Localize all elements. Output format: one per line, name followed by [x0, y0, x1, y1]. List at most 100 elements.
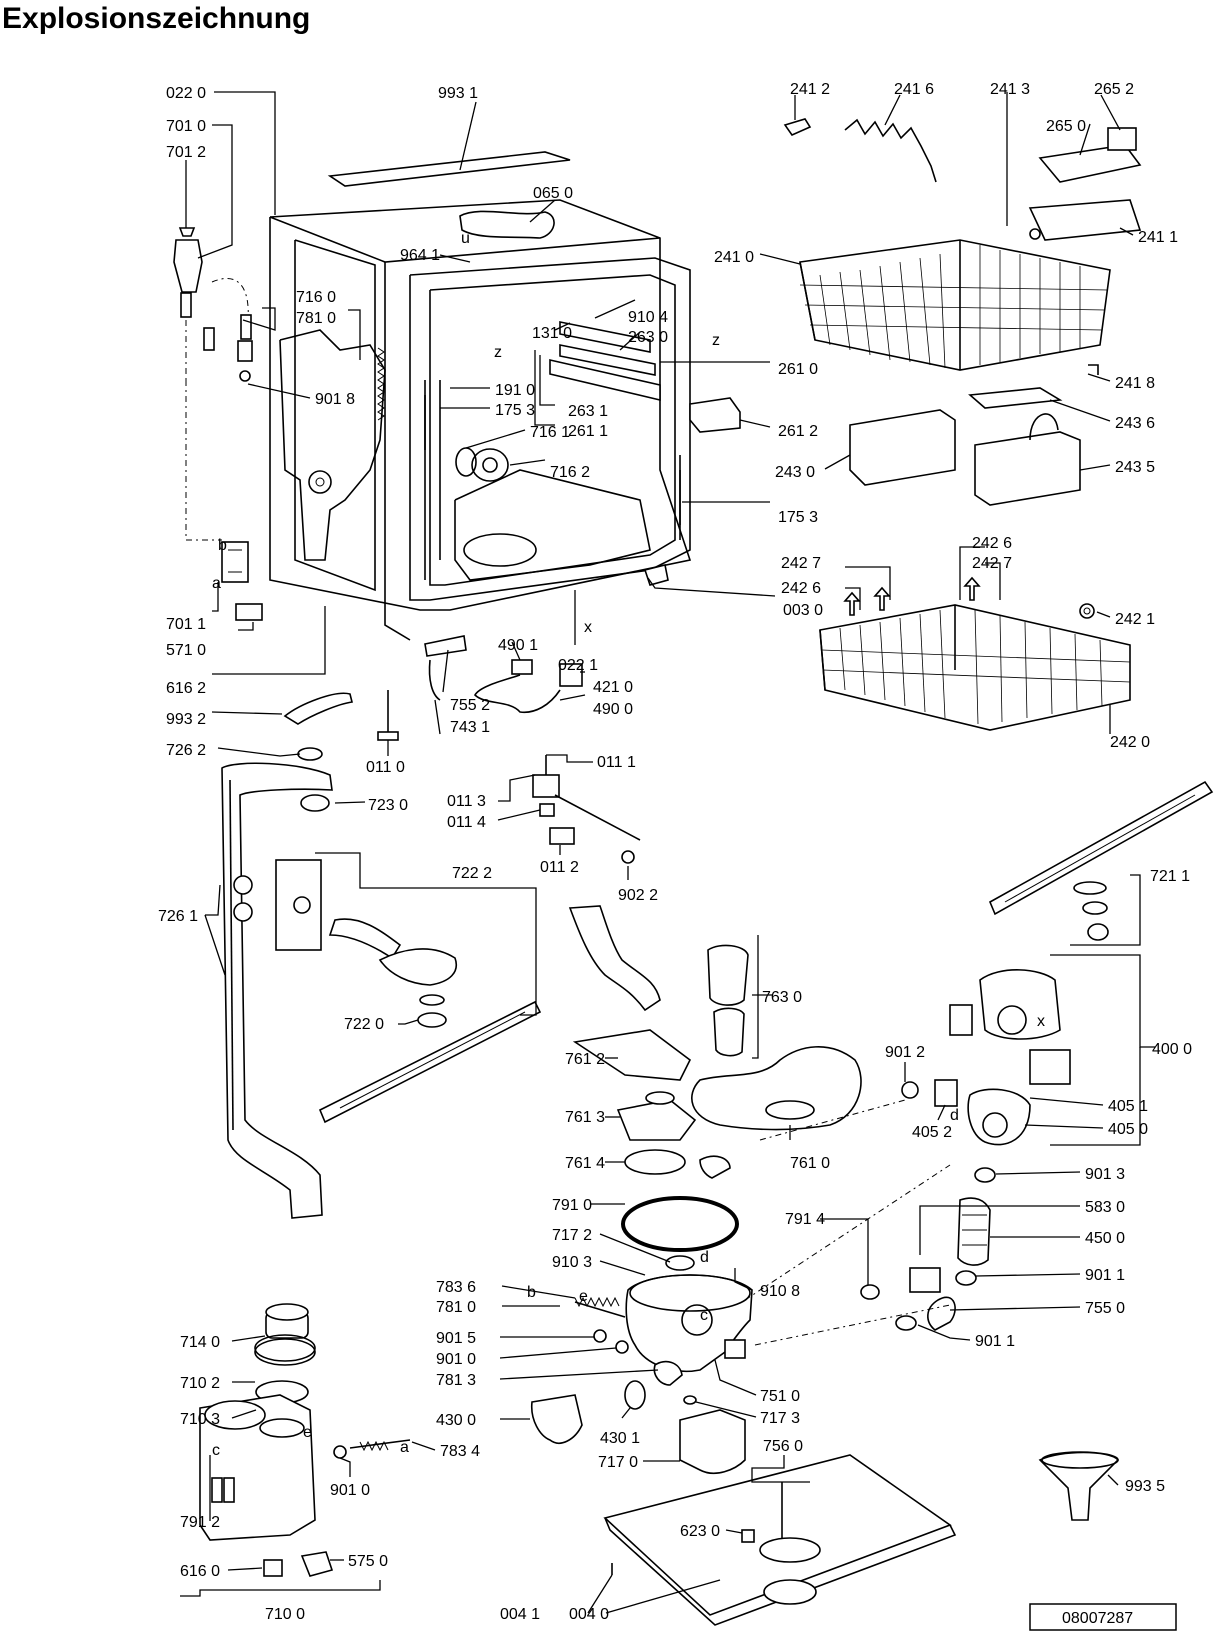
- callout-label: 726 1: [158, 908, 198, 925]
- water-softener-group: [199, 1303, 411, 1577]
- callout-label: 242 1: [1115, 611, 1155, 628]
- callout-label: 022 1: [558, 657, 598, 674]
- pump-group: [860, 780, 1214, 1331]
- connection-letter: x: [1037, 1013, 1045, 1030]
- callout-label: 710 2: [180, 1375, 220, 1392]
- callout-label: 910 4: [628, 309, 668, 326]
- document-number-box: [1029, 1603, 1177, 1631]
- callout-label: 261 2: [778, 423, 818, 440]
- callout-label: 993 1: [438, 85, 478, 102]
- callout-label: 726 2: [166, 742, 206, 759]
- connection-letter: e: [303, 1424, 312, 1441]
- callout-label: 722 2: [452, 865, 492, 882]
- callout-label: 761 3: [565, 1109, 605, 1126]
- callout-label: 430 1: [600, 1430, 640, 1447]
- callout-label: 011 1: [597, 754, 636, 771]
- callout-label: 243 5: [1115, 459, 1155, 476]
- callout-label: 065 0: [533, 185, 573, 202]
- callout-label: 242 6: [781, 580, 821, 597]
- callout-label: 722 0: [344, 1016, 384, 1033]
- sump-filter-group: [530, 905, 951, 1475]
- callout-label: 430 0: [436, 1412, 476, 1429]
- top-strip-part: [327, 151, 571, 187]
- callout-label: 241 3: [990, 81, 1030, 98]
- callout-label: 004 0: [569, 1606, 609, 1623]
- connection-letter: a: [400, 1439, 409, 1456]
- spray-arm-group: [221, 747, 542, 1219]
- callout-label: 241 0: [714, 249, 754, 266]
- callout-label: 716 0: [296, 289, 336, 306]
- callout-label: 781 0: [296, 310, 336, 327]
- callout-label: 910 3: [552, 1254, 592, 1271]
- callout-label: 783 4: [440, 1443, 480, 1460]
- callout-label: 450 0: [1085, 1230, 1125, 1247]
- callout-label: 901 5: [436, 1330, 476, 1347]
- callout-label: 761 0: [790, 1155, 830, 1172]
- callout-label: 583 0: [1085, 1199, 1125, 1216]
- callout-label: 405 1: [1108, 1098, 1148, 1115]
- callout-label: 265 0: [1046, 118, 1086, 135]
- lower-basket-group: [819, 576, 1131, 731]
- callout-label: 405 0: [1108, 1121, 1148, 1138]
- callout-label: 241 6: [894, 81, 934, 98]
- leader-lines: [180, 91, 1155, 1614]
- callout-label: 761 4: [565, 1155, 605, 1172]
- callout-label: 400 0: [1152, 1041, 1192, 1058]
- callout-label: 710 0: [265, 1606, 305, 1623]
- callout-label: 004 1: [500, 1606, 540, 1623]
- connection-letter: c: [212, 1442, 220, 1459]
- callout-label: 175 3: [778, 509, 818, 526]
- callout-label: 710 3: [180, 1411, 220, 1428]
- callout-label: 263 0: [628, 329, 668, 346]
- connection-letter: c: [700, 1307, 708, 1324]
- connection-letter: b: [218, 537, 227, 554]
- callout-label: 743 1: [450, 719, 490, 736]
- callout-label: 011 3: [447, 793, 486, 810]
- callout-label: 011 4: [447, 814, 486, 831]
- callout-label: 791 4: [785, 1211, 825, 1228]
- connection-letters: z z u x b a x d b c d e e a c: [212, 230, 1045, 1459]
- callout-label: 243 0: [775, 464, 815, 481]
- callout-label: 781 0: [436, 1299, 476, 1316]
- callout-label: 241 2: [790, 81, 830, 98]
- callout-label: 191 0: [495, 382, 535, 399]
- callout-label: 241 8: [1115, 375, 1155, 392]
- callout-label: 701 1: [166, 616, 206, 633]
- callout-label: 783 6: [436, 1279, 476, 1296]
- callout-label: 616 0: [180, 1563, 220, 1580]
- connection-letter: e: [579, 1288, 588, 1305]
- callout-label: 901 2: [885, 1044, 925, 1061]
- callout-label: 781 3: [436, 1372, 476, 1389]
- document-number: 08007287: [1062, 1610, 1133, 1627]
- callout-label: 901 8: [315, 391, 355, 408]
- callout-label: 716 1: [530, 424, 570, 441]
- callout-label: 761 2: [565, 1051, 605, 1068]
- callout-label: 901 1: [975, 1333, 1015, 1350]
- callout-label: 902 2: [618, 887, 658, 904]
- callout-label: 993 2: [166, 711, 206, 728]
- callout-label: 791 0: [552, 1197, 592, 1214]
- callout-label: 791 2: [180, 1514, 220, 1531]
- callout-label: 701 0: [166, 118, 206, 135]
- callout-label: 901 3: [1085, 1166, 1125, 1183]
- callout-label: 261 1: [568, 423, 608, 440]
- callout-label: 993 5: [1125, 1478, 1165, 1495]
- connection-letter: d: [700, 1249, 709, 1266]
- inlet-valve-group: [173, 227, 467, 741]
- callout-label: 717 3: [760, 1410, 800, 1427]
- tub-frame-group: [269, 151, 741, 641]
- connection-letter: z: [494, 344, 502, 361]
- callout-label: 571 0: [166, 642, 206, 659]
- callout-label: 490 1: [498, 637, 538, 654]
- connection-letter: a: [212, 575, 221, 592]
- sump-ring-gasket: [621, 1196, 739, 1252]
- callout-label: 175 3: [495, 402, 535, 419]
- callout-label: 242 7: [972, 555, 1012, 572]
- frame-outline-part: [269, 199, 692, 611]
- callout-label: 623 0: [680, 1523, 720, 1540]
- callout-label: 261 0: [778, 361, 818, 378]
- callout-label: 901 1: [1085, 1267, 1125, 1284]
- callout-label: 717 0: [598, 1454, 638, 1471]
- connection-letter: x: [584, 619, 592, 636]
